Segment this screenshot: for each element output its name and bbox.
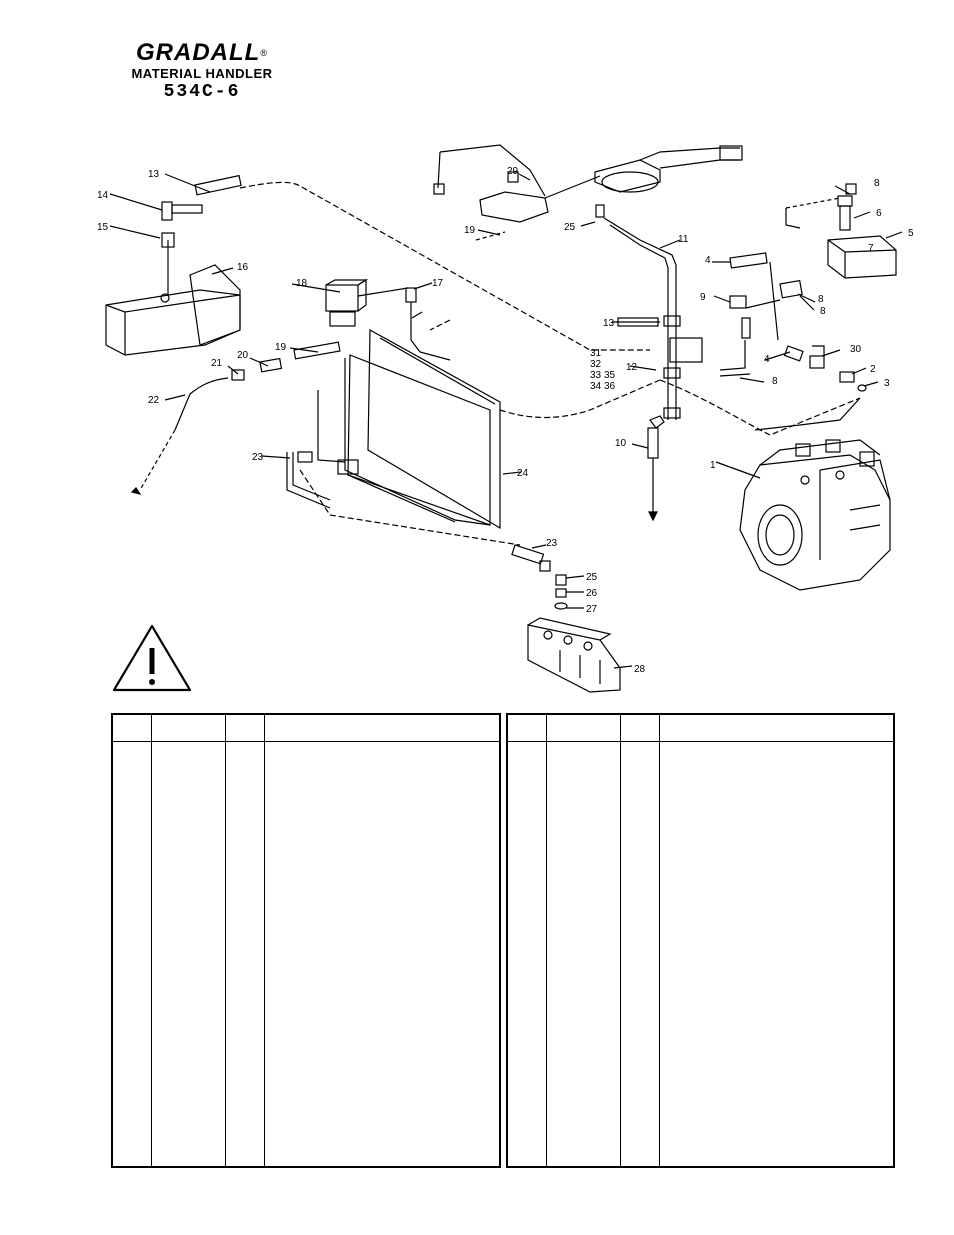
brand-logo: GRADALL® [112,40,292,66]
brand-name: GRADALL [136,39,261,66]
callout-number: 8 [874,178,880,189]
callout-number: 19 [275,342,287,353]
callout-number: 14 [97,190,109,201]
registered-mark: ® [260,48,268,58]
callout-number: 13 [603,318,615,329]
callout-number: 9 [700,292,706,303]
callout-number: 31 [590,348,602,359]
callout-number: 28 [634,664,646,675]
callout-number: 15 [97,222,109,233]
part-steering-unit [433,144,743,241]
hose-route-valve [299,469,521,546]
callout-number: 5 [908,228,914,239]
callout-number: 4 [705,255,711,266]
table-column-divider [620,715,621,1166]
callout-number: 7 [868,243,874,254]
callout-number: 32 [590,359,602,370]
table-header-divider [508,741,893,742]
callout-labels: 1234456788889101112131314151617181919202… [97,166,914,675]
callout-number: 26 [586,588,598,599]
part-tube-10 [647,415,665,522]
parts-table-right [506,713,895,1168]
part-hydraulic-pump [739,397,891,591]
part-fittings-pump [783,345,867,392]
callout-number: 24 [517,468,529,479]
callout-number: 2 [870,364,876,375]
callout-number: 6 [876,208,882,219]
callout-number: 35 [604,370,616,381]
callout-number: 33 [590,370,602,381]
callout-number: 25 [564,222,576,233]
callout-number: 1 [710,460,716,471]
model-number: 534C-6 [163,82,241,102]
document-header: GRADALL® MATERIAL HANDLER 534C-6 [112,40,292,103]
callout-number: 23 [252,452,264,463]
hose-routes [239,181,861,546]
callout-number: 30 [850,344,862,355]
callout-number: 18 [296,278,308,289]
callout-number: 36 [604,381,616,392]
callout-number: 8 [772,376,778,387]
callout-number: 25 [586,572,598,583]
table-column-divider [546,715,547,1166]
part-oil-cooler [344,328,501,530]
part-tube-lower [286,390,551,572]
part-hoses-left [130,341,341,495]
parts-table-left [111,713,501,1168]
table-column-divider [151,715,152,1166]
callout-number: 23 [546,538,558,549]
table-header-divider [113,741,499,742]
callout-number: 34 [590,381,602,392]
callout-number: 12 [626,362,638,373]
hose-route-upper [239,181,650,351]
part-tee-fittings [161,174,242,248]
callout-number: 27 [586,604,598,615]
callout-number: 4 [764,354,770,365]
product-name: MATERIAL HANDLER [131,66,273,81]
callout-number: 8 [820,306,826,317]
callout-leaders [109,173,903,669]
callout-number: 13 [148,169,160,180]
callout-number: 19 [464,225,476,236]
callout-number: 10 [615,438,627,449]
callout-number: 17 [432,278,444,289]
hose-route-left [429,319,451,331]
table-column-divider [264,715,265,1166]
part-cooler-fittings [405,287,451,361]
callout-number: 20 [237,350,249,361]
callout-number: 3 [884,378,890,389]
part-control-valve [527,574,621,693]
table-column-divider [225,715,226,1166]
hose-route-pump [659,379,861,436]
callout-number: 8 [818,294,824,305]
part-tank [105,240,241,356]
callout-number: 11 [678,234,689,245]
part-solenoid [325,278,409,327]
hose-route-return [499,379,661,419]
callout-number: 22 [148,395,160,406]
table-column-divider [659,715,660,1166]
part-sensor-block [785,183,897,279]
callout-number: 29 [507,166,519,177]
part-tube-11 [595,204,703,420]
part-fittings-right [719,252,803,377]
warning-triangle-icon [112,624,192,692]
callout-number: 21 [211,358,223,369]
callout-number: 16 [237,262,249,273]
